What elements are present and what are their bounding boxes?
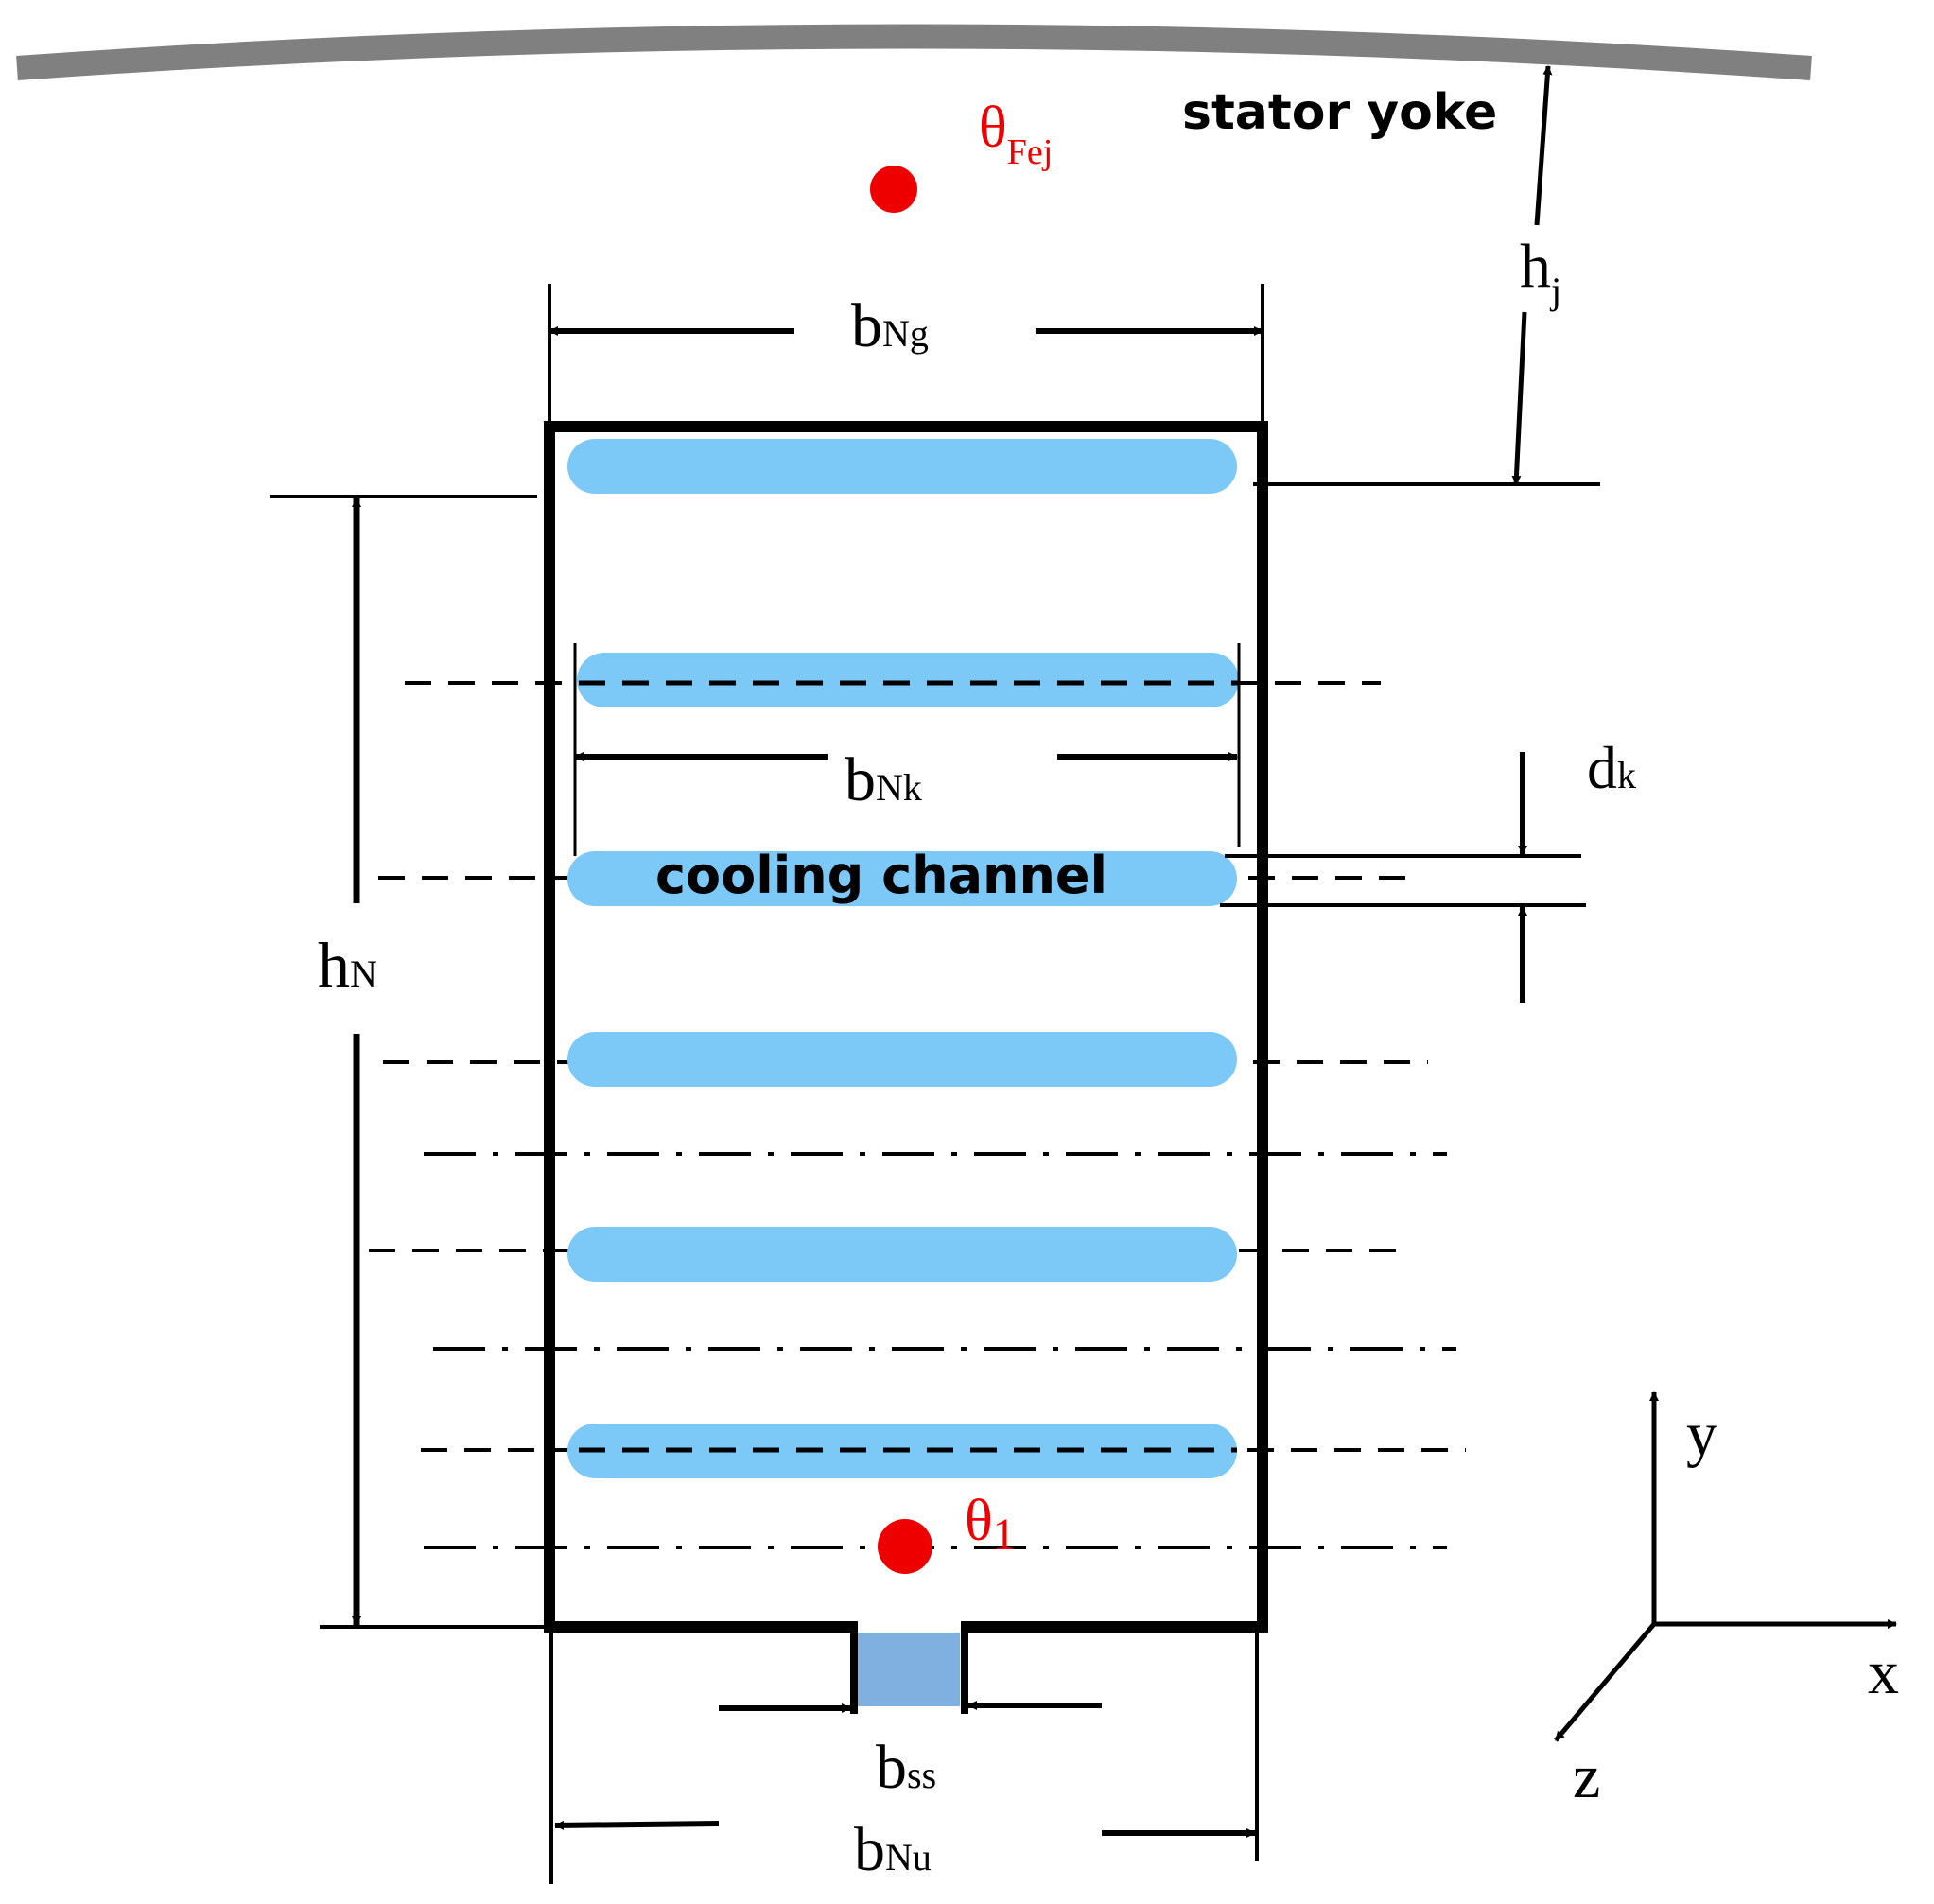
cooling-channel-3 — [567, 851, 1237, 906]
cooling-channels — [567, 439, 1239, 1478]
z-axis-label: z — [1573, 1742, 1600, 1811]
x-axis-label: x — [1868, 1638, 1899, 1707]
cooling-channel-4 — [567, 1032, 1237, 1087]
cooling-channel-label: cooling channel — [655, 846, 1107, 905]
bnk-label: bNk — [845, 745, 922, 814]
bng-label: bNg — [851, 291, 929, 360]
hj-arrow-down — [1511, 311, 1527, 485]
cooling-channel-5 — [567, 1227, 1237, 1282]
dashed-overlay-lines — [579, 680, 1239, 1453]
bss-label: bss — [876, 1733, 936, 1802]
bnu-label: bNu — [854, 1815, 932, 1884]
hj-label: hj — [1520, 232, 1561, 312]
theta-fej-point — [870, 166, 917, 213]
cooling-channel-1 — [567, 439, 1237, 494]
dk-label: dk — [1587, 734, 1636, 801]
bnu-arrow-left — [554, 1820, 720, 1830]
y-axis-label: y — [1686, 1400, 1717, 1469]
theta-1-point — [878, 1519, 932, 1574]
cooling-channel-2 — [577, 653, 1239, 707]
coordinate-axes: y x z — [1554, 1391, 1899, 1811]
hn-label: hN — [318, 929, 377, 1001]
z-axis-arrow — [1554, 1622, 1656, 1742]
theta-fej-label: θFej — [979, 96, 1053, 172]
theta-1-label: θ1 — [965, 1489, 1016, 1560]
slot-opening — [856, 1633, 960, 1706]
stator-yoke-label: stator yoke — [1182, 84, 1497, 141]
dash-dot-reference-lines — [424, 1152, 1456, 1549]
slot-outline — [544, 421, 1268, 1633]
hj-arrow-up — [1534, 65, 1553, 226]
stator-yoke-arc — [16, 24, 1812, 80]
